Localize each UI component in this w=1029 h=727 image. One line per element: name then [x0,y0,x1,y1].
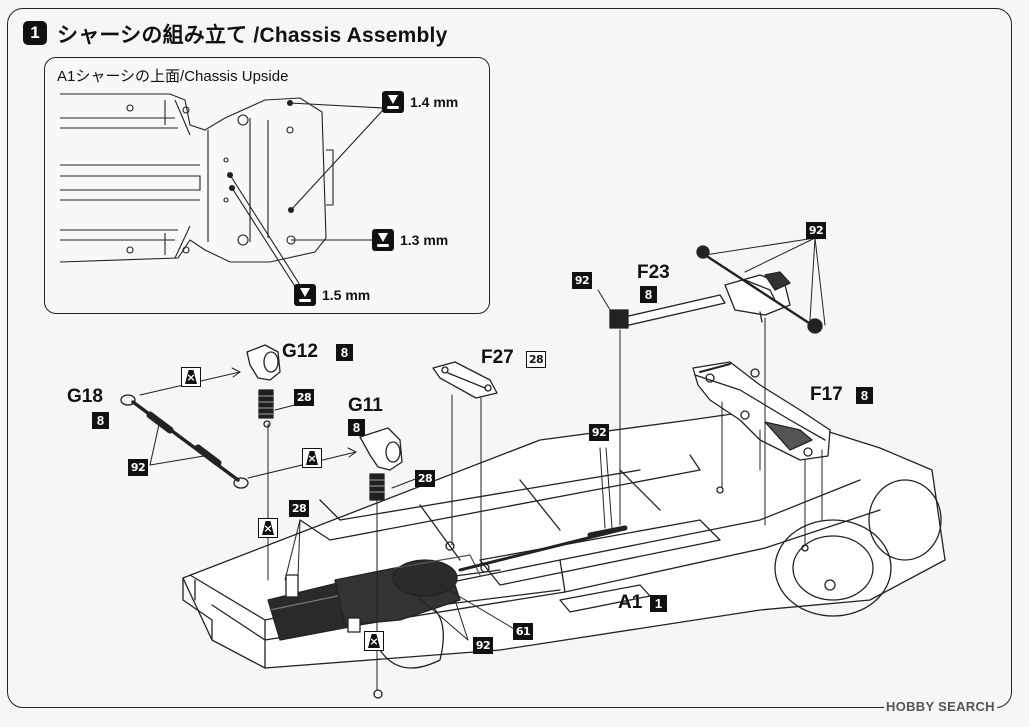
part-f23 [609,245,823,334]
part-qty-f27: 28 [526,351,546,368]
part-qty-g12: 8 [336,344,353,361]
drill-size-label: 1.4 mm [410,94,459,110]
no-cement-icon [258,518,278,538]
part-qty-a1: 1 [650,595,667,612]
step-number: 1 [23,21,47,45]
part-label-g18: G18 [67,386,103,407]
paint-code-badge: 92 [589,424,609,441]
paint-code-badge: 28 [294,389,314,406]
leader-lines [139,237,826,691]
paint-code-badge: 28 [415,470,435,487]
paint-code-badge: 92 [473,637,493,654]
part-f17 [692,361,831,461]
paint-code-badge: 92 [806,222,826,239]
part-label-a1: A1 [618,592,643,613]
paint-code-badge: 61 [513,623,533,640]
chassis-a1 [182,409,946,699]
drill-size-label: 1.5 mm [322,287,371,303]
part-f27 [432,361,498,399]
part-label-f27: F27 [481,347,514,368]
drill-bit-icon [294,284,316,306]
part-label-g12: G12 [282,341,318,362]
part-qty-f17: 8 [856,387,873,404]
part-g11 [359,427,403,501]
part-qty-f23: 8 [640,286,657,303]
part-label-f23: F23 [637,262,670,283]
part-qty-g18: 8 [92,412,109,429]
step-frame [7,8,1012,708]
watermark: HOBBY SEARCH [884,699,997,714]
step-title: シャーシの組み立て /Chassis Assembly [57,24,448,47]
inset-title: A1シャーシの上面/Chassis Upside [57,68,289,85]
part-g18 [120,394,249,489]
paint-code-badge: 92 [128,459,148,476]
part-g12 [246,344,281,428]
paint-code-badge: 92 [572,272,592,289]
no-cement-icon [302,448,322,468]
part-label-f17: F17 [810,384,843,405]
drill-bit-icon [382,91,404,113]
paint-code-badge: 28 [289,500,309,517]
drill-size-label: 1.3 mm [400,232,449,248]
no-cement-icon [181,367,201,387]
no-cement-icon [364,631,384,651]
drill-bit-icon [372,229,394,251]
part-label-g11: G11 [348,395,383,416]
part-qty-g11: 8 [348,419,365,436]
